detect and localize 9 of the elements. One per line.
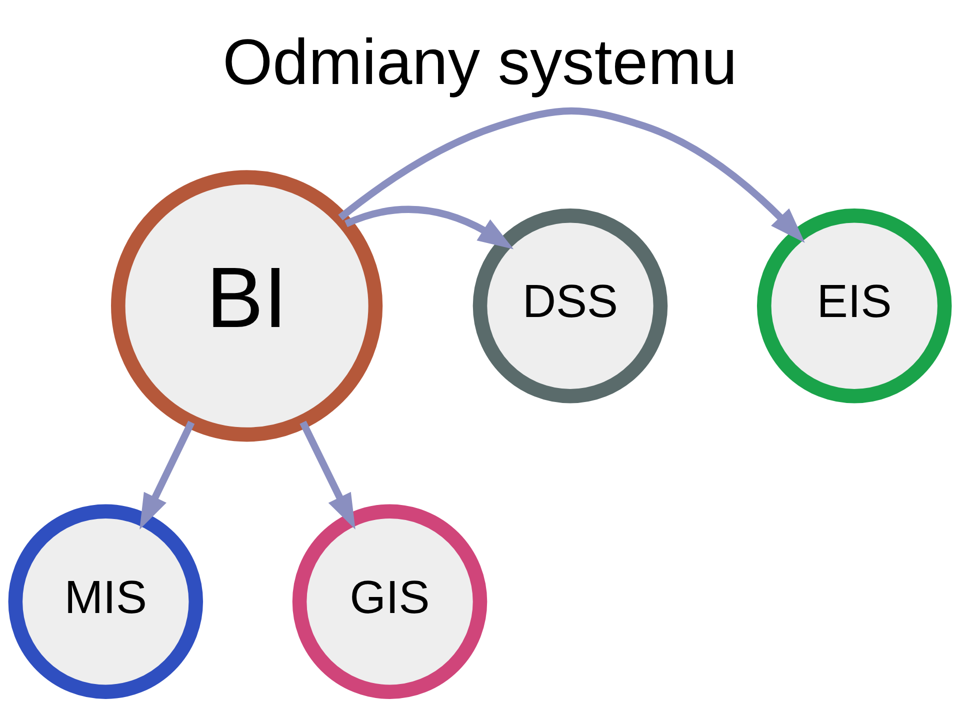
arrow [344, 205, 514, 249]
node-circle: DSS [472, 208, 668, 403]
arrow [300, 420, 356, 530]
arrow [338, 106, 805, 242]
node-circle: GIS [292, 504, 488, 698]
node-circle: BI [111, 170, 383, 442]
diagram-title: Odmiany systemu [222, 25, 738, 98]
arrow [140, 420, 195, 530]
node-circle: MIS [8, 504, 204, 698]
